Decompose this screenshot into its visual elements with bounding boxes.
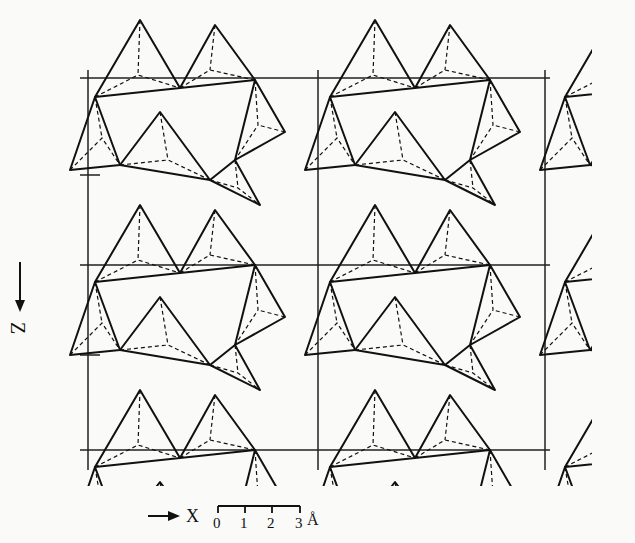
scale-number: 1 (240, 516, 248, 531)
scale-unit: Å (307, 512, 319, 528)
scale-number: 2 (267, 516, 275, 531)
scale-number: 0 (213, 516, 221, 531)
axis-label: X (186, 507, 199, 525)
scale-number: 3 (295, 516, 303, 531)
unit-cell-grid (80, 70, 550, 470)
scale-bar (218, 506, 300, 513)
tetrahedra (70, 20, 592, 486)
axis-arrows (15, 262, 180, 521)
axis-label: Z (8, 322, 28, 334)
